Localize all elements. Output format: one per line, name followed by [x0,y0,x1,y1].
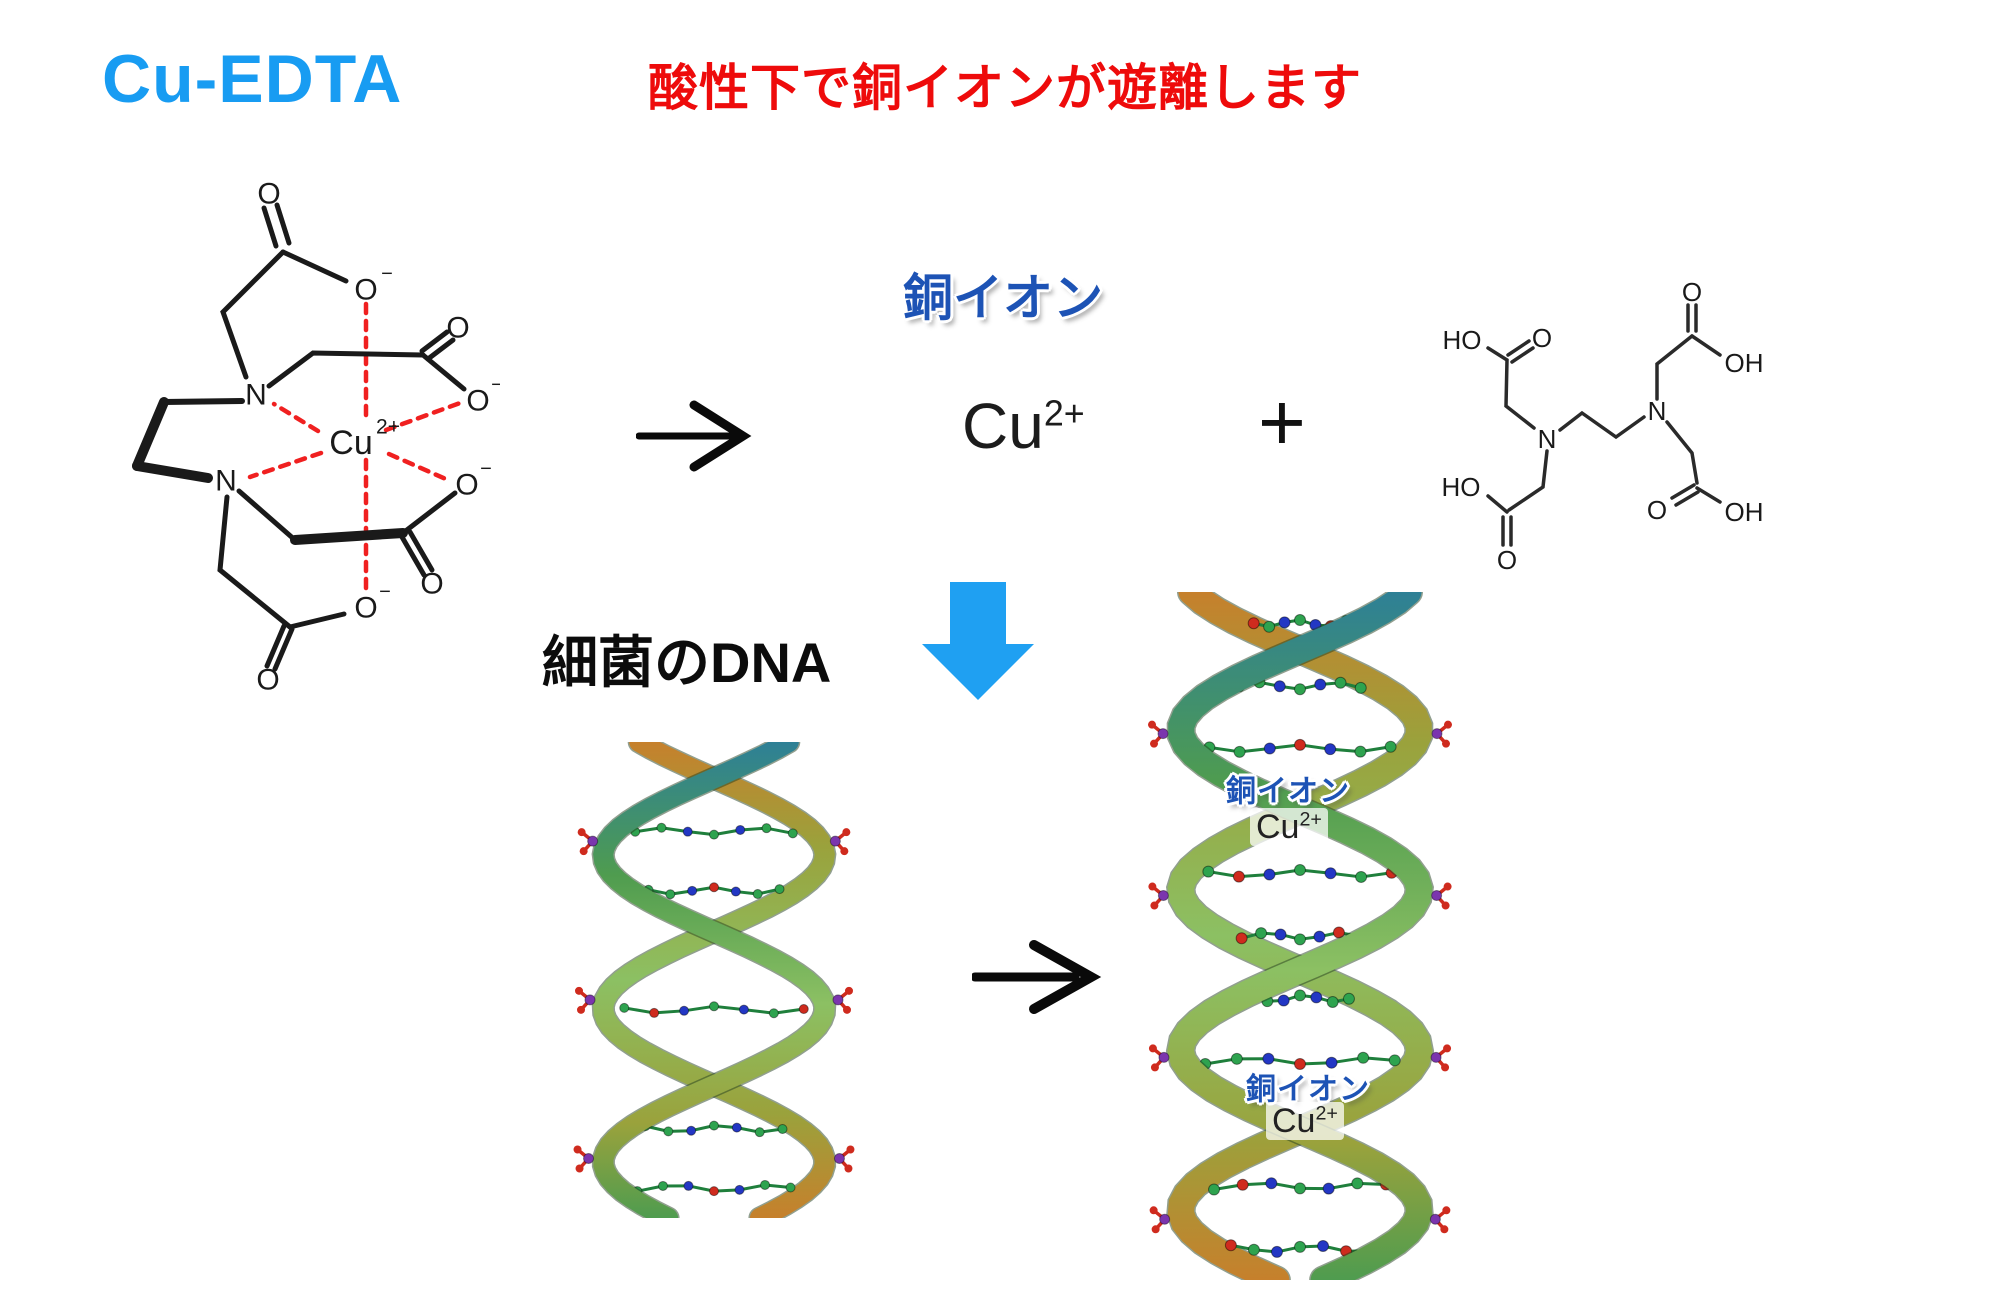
page-title: Cu-EDTA [102,41,403,117]
covalent-bonds [132,202,467,672]
svg-text:O: O [455,469,478,502]
svg-text:OH: OH [1725,348,1764,378]
svg-text:−: − [491,374,500,396]
down-arrow-icon [922,582,1034,700]
reaction-arrow-icon [636,400,752,472]
copper-ion-label: 銅イオン [903,270,1103,326]
svg-text:N: N [1538,424,1557,454]
svg-text:O: O [420,568,443,601]
svg-text:O: O [256,664,279,697]
svg-text:Cu: Cu [329,424,372,462]
svg-text:2+: 2+ [376,416,400,439]
svg-text:O: O [1682,277,1702,307]
svg-text:N: N [215,465,237,498]
svg-text:HO: HO [1442,472,1481,502]
copper-ion-symbol: Cu [962,390,1044,462]
svg-text:N: N [1648,396,1667,426]
svg-text:O: O [1647,495,1667,525]
headline: 酸性下で銅イオンが遊離します [648,60,1362,116]
svg-text:O: O [354,592,377,625]
svg-text:−: − [480,458,492,480]
dna-helix-before [573,742,855,1218]
svg-text:O: O [257,178,280,211]
copper-ion-formula: Cu2+ [962,394,1085,458]
svg-text:O: O [1497,545,1517,575]
svg-text:−: − [379,581,391,603]
svg-text:O: O [466,385,489,418]
svg-text:N: N [245,379,267,412]
bacteria-dna-label: 細菌のDNA [542,631,832,694]
dna-copper-ion-label: 銅イオン [1246,1073,1370,1106]
dna-copper-ion-label: 銅イオン [1226,775,1350,808]
svg-text:−: − [381,263,393,285]
dna-helix-after [1148,592,1452,1280]
svg-text:O: O [446,312,469,345]
edta-bonds [1486,303,1722,547]
dna-copper-ion-formula: Cu2+ [1266,1102,1344,1140]
svg-text:O: O [1532,323,1552,353]
dna-transform-arrow-icon [972,940,1102,1014]
svg-text:HO: HO [1443,325,1482,355]
edta-structure: HO O N N O OH HO O O OH [1442,277,1764,575]
coordination-bonds [247,301,463,595]
svg-text:OH: OH [1725,497,1764,527]
plus-sign: + [1258,377,1306,468]
dna-copper-ion-formula: Cu2+ [1250,808,1328,846]
svg-text:O: O [354,274,377,307]
copper-ion-charge: 2+ [1043,393,1085,434]
